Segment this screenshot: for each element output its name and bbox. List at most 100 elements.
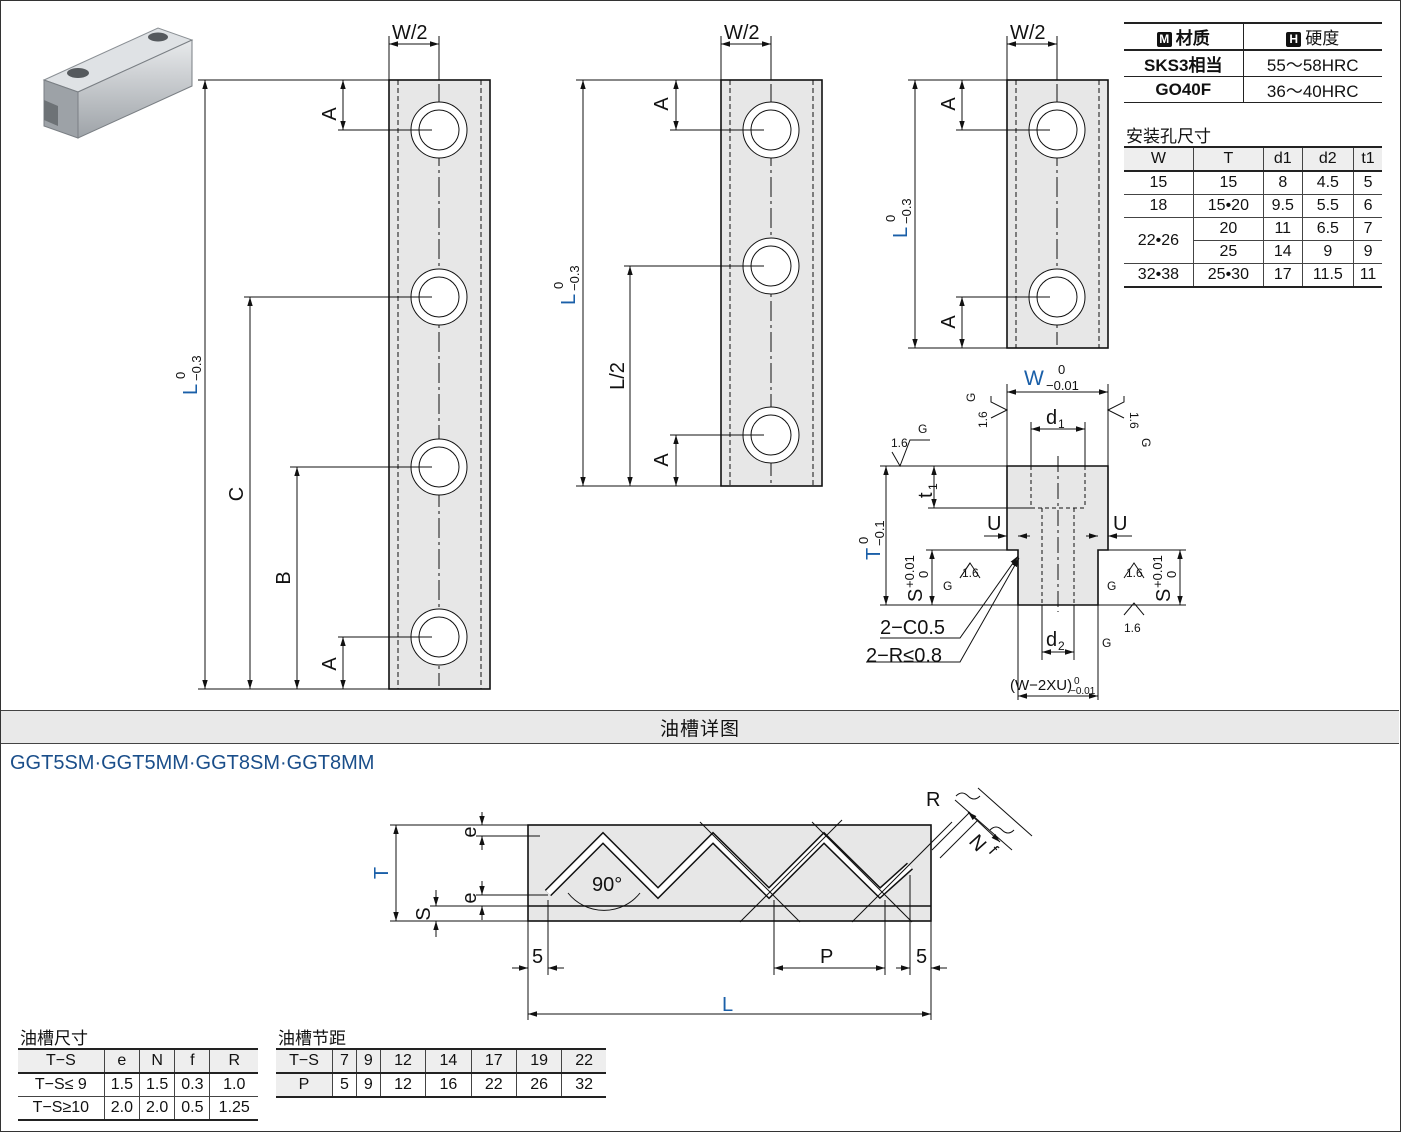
section-title-bar: 油槽详图 [1, 710, 1399, 744]
roughness-grade: G [1139, 438, 1153, 447]
bottom-width-tol-lower: −0.01 [1070, 686, 1096, 697]
a-label: A [319, 657, 341, 671]
d1-label: d [1046, 407, 1057, 429]
l-tol-lower: −0.3 [899, 198, 914, 224]
t-tol-upper: 0 [856, 537, 871, 544]
product-photo [42, 27, 194, 139]
d2-sub: 2 [1058, 639, 1065, 653]
l-tol-upper: 0 [173, 372, 188, 379]
models-line: GGT5SM·GGT5MM·GGT8SM·GGT8MM [10, 752, 375, 774]
t1-label: t [915, 492, 937, 498]
view-three-hole-labels: W/2 A A L/2 L 0 −0.3 [551, 22, 760, 467]
l-tol-upper: 0 [551, 282, 566, 289]
s-tol-lower: 0 [916, 571, 931, 578]
s-label: S [413, 907, 435, 920]
roughness-label: 1.6 [976, 411, 990, 428]
material-cell: GO40F [1124, 76, 1244, 103]
col-header: t1 [1353, 147, 1382, 172]
u-label: U [987, 513, 1001, 535]
l-half-label: L/2 [607, 362, 629, 390]
section-title: 油槽详图 [659, 718, 740, 740]
cross-section-labels: W 0 −0.01 d 1 d 2 t1 U U T 0 −0.1 S +0.0… [856, 362, 1179, 697]
five-label: 5 [916, 946, 927, 968]
l-tol-lower: −0.3 [189, 355, 204, 381]
hole-1 [1028, 101, 1086, 159]
bottom-width-label: (W−2XU) [1010, 677, 1072, 694]
roughness-grade: G [1102, 636, 1111, 650]
a-label: A [319, 107, 341, 121]
roughness-label: 1.6 [962, 566, 979, 580]
oil-groove-labels: T S e e 90° L P 5 5 R N f [371, 789, 1001, 1016]
table-row: SKS3相当 55～58HRC [1124, 49, 1382, 77]
roughness-label: 1.6 [1127, 412, 1141, 429]
l-label: L [180, 384, 202, 395]
s-label: S [1153, 589, 1175, 602]
b-label: B [273, 571, 295, 584]
oil-groove-view [390, 787, 1033, 1020]
angle-label: 90° [592, 874, 622, 896]
cross-section [866, 384, 1186, 700]
l-label: L [558, 294, 580, 305]
w-half-label: W/2 [1010, 22, 1046, 44]
table-row: GO40F 36～40HRC [1124, 76, 1382, 103]
hole-3 [410, 438, 468, 496]
l-tol-lower: −0.3 [567, 265, 582, 291]
w-half-label: W/2 [724, 22, 760, 44]
a-label: A [938, 97, 960, 111]
w-tol-lower: −0.01 [1046, 378, 1079, 393]
a-label: A [938, 315, 960, 329]
bottom-width-tol-upper: 0 [1074, 676, 1080, 687]
hole-2 [742, 237, 800, 295]
s-tol-lower: 0 [1164, 571, 1179, 578]
hole-2 [1028, 268, 1086, 326]
l-label: L [890, 227, 912, 238]
hole-table-title: 安装孔尺寸 [1126, 127, 1211, 146]
radius-label: 2−R≤0.8 [866, 645, 942, 667]
l-tol-upper: 0 [883, 215, 898, 222]
col-header: d2 [1301, 147, 1355, 172]
f-label: f [985, 843, 1001, 858]
l-label: L [722, 994, 733, 1016]
material-cell: SKS3相当 [1124, 49, 1244, 77]
material-badge-icon: M [1156, 32, 1172, 47]
col-header: W [1124, 147, 1194, 172]
r-label: R [926, 789, 940, 811]
s-tol-upper: +0.01 [1150, 555, 1165, 588]
view-two-hole-labels: W/2 A A L 0 −0.3 [883, 22, 1046, 329]
s-label: S [905, 589, 927, 602]
t-tol-lower: −0.1 [872, 520, 887, 546]
t-label: T [863, 548, 885, 560]
t1-sub: 1 [926, 483, 940, 490]
roughness-grade: G [1107, 579, 1116, 593]
roughness-grade: G [918, 422, 927, 436]
hole-1 [410, 101, 468, 159]
view-four-hole [198, 36, 491, 690]
d2-label: d [1046, 629, 1057, 651]
oil-pitch-table-title: 油槽节距 [278, 1029, 346, 1048]
w-label: W [1024, 367, 1044, 390]
col-header: d1 [1262, 147, 1303, 172]
hardness-cell: 36～40HRC [1243, 76, 1382, 103]
view-four-hole-labels: W/2 A A C B L 0 −0.3 [173, 22, 428, 671]
p-label: P [820, 946, 833, 968]
w-half-label: W/2 [392, 22, 428, 44]
s-tol-upper: +0.01 [902, 555, 917, 588]
e-label: e [459, 826, 481, 837]
chamfer-label: 2−C0.5 [880, 617, 945, 639]
c-label: C [226, 487, 248, 501]
oil-size-table-title: 油槽尺寸 [20, 1029, 88, 1048]
roughness-label: 1.6 [1124, 621, 1141, 635]
w-tol-upper: 0 [1058, 362, 1065, 377]
five-label: 5 [532, 946, 543, 968]
